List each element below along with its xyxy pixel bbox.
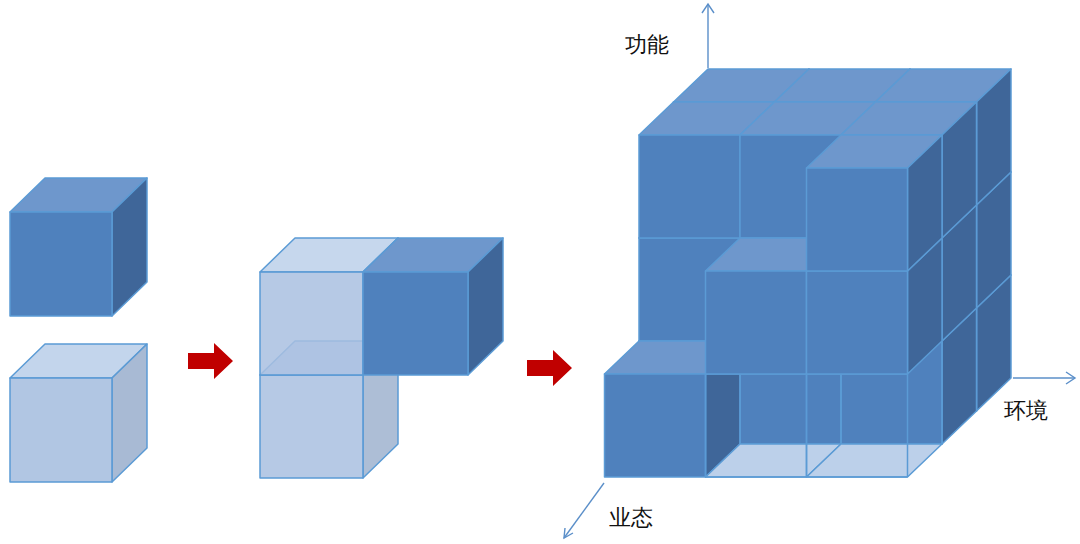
cube-edge [907, 374, 909, 477]
cube-edge [941, 341, 943, 444]
cube-face [807, 271, 908, 374]
cube-stack [605, 69, 1012, 477]
axis-lines [564, 4, 1075, 538]
cube-face [10, 378, 112, 482]
cube-face [468, 238, 503, 375]
cube-face [706, 271, 807, 374]
axis-label: 环境 [1004, 398, 1048, 424]
cube-edge [806, 374, 808, 477]
cube-face [942, 102, 977, 238]
cube-group [10, 178, 503, 482]
cube-edge [806, 374, 808, 477]
cube-face [605, 374, 706, 477]
cube-face [112, 178, 147, 316]
cube-face [807, 444, 943, 477]
cube-face [363, 272, 468, 375]
cube-face [10, 212, 112, 316]
cube-face [908, 135, 943, 271]
cube-face [639, 135, 740, 238]
cube-edge [705, 374, 707, 477]
cube-face [807, 168, 908, 271]
cube-edge [807, 476, 908, 478]
axis-label: 功能 [625, 32, 669, 58]
cube-face [260, 272, 363, 375]
red-arrow [188, 343, 572, 386]
cube-face [260, 375, 363, 478]
cube-edge [706, 476, 807, 478]
axis-label: 业态 [609, 505, 653, 531]
cube-face [977, 69, 1012, 205]
cube-face [112, 344, 147, 482]
